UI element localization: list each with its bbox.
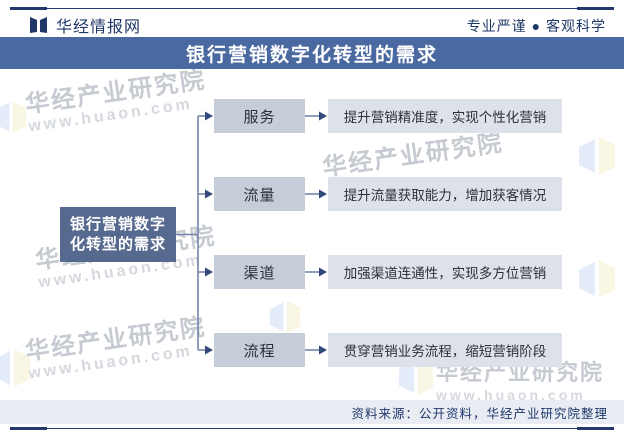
category-node-service: 服务 (214, 99, 305, 133)
category-label: 渠道 (243, 264, 276, 282)
description-text: 贯穿营销业务流程，缩短营销阶段 (343, 344, 547, 359)
category-node-channel: 渠道 (214, 255, 305, 289)
top-divider (10, 7, 614, 10)
root-node: 银行营销数字 化转型的需求 (60, 207, 176, 262)
description-text: 提升营销精准度，实现个性化营销 (343, 110, 547, 125)
root-node-line2: 化转型的需求 (69, 235, 166, 253)
title-bar: 银行营销数字化转型的需求 (0, 37, 624, 69)
category-node-traffic: 流量 (214, 177, 305, 211)
category-label: 流量 (243, 186, 276, 204)
open-book-logo-icon (30, 17, 47, 33)
description-node: 加强渠道连通性，实现多方位营销 (328, 255, 562, 289)
brand-header: 华经情报网 (29, 13, 141, 37)
bottom-divider (10, 427, 614, 430)
description-node: 贯穿营销业务流程，缩短营销阶段 (328, 333, 562, 367)
root-node-line1: 银行营销数字 (69, 215, 166, 233)
butterfly-logo-icon (269, 300, 301, 334)
brand-name: 华经情报网 (56, 19, 142, 36)
description-text: 加强渠道连通性，实现多方位营销 (343, 266, 547, 281)
butterfly-logo-icon (0, 349, 30, 387)
description-node: 提升营销精准度，实现个性化营销 (328, 99, 562, 133)
header-slogan: 专业严谨 ● 客观科学 (466, 18, 606, 34)
category-label: 服务 (243, 108, 276, 126)
category-node-process: 流程 (214, 333, 305, 367)
watermark: 华经产业研究院 www.huaon.com (23, 66, 208, 136)
category-label: 流程 (243, 342, 276, 360)
description-node: 提升流量获取能力，增加获客情况 (328, 177, 562, 211)
butterfly-logo-icon (0, 100, 27, 134)
watermark: 华经产业研究院 (320, 129, 505, 182)
description-text: 提升流量获取能力，增加获客情况 (343, 188, 547, 203)
source-bar: 资料来源：公开资料，华经产业研究院整理 (0, 400, 624, 424)
watermark: 华经产业研究院 www.huaon.com (23, 313, 208, 383)
butterfly-logo-icon (579, 137, 615, 175)
source-text: 资料来源：公开资料，华经产业研究院整理 (351, 406, 608, 421)
butterfly-logo-icon (579, 260, 615, 298)
page-title: 银行营销数字化转型的需求 (185, 44, 438, 66)
